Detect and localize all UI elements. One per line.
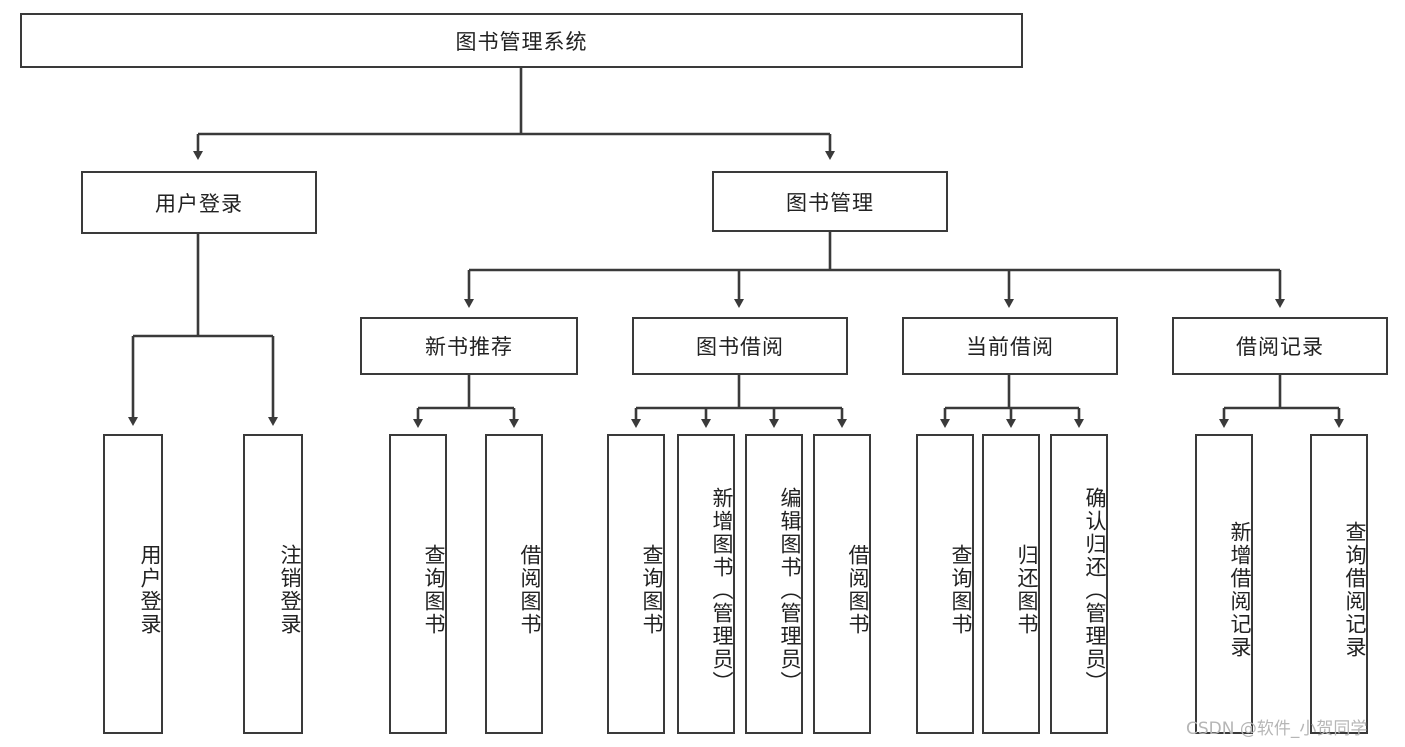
- node-book-management[interactable]: 图书管理: [712, 171, 948, 232]
- node-new-book-recommend[interactable]: 新书推荐: [360, 317, 578, 375]
- watermark-text: CSDN @软件_小贺同学: [1186, 719, 1368, 739]
- leaf-add-borrow-record[interactable]: 新增借阅记录: [1195, 434, 1253, 734]
- node-label: 新增借阅记录: [1228, 521, 1252, 659]
- leaf-borrow-book[interactable]: 借阅图书: [813, 434, 871, 734]
- leaf-query-borrow-record[interactable]: 查询借阅记录: [1310, 434, 1368, 734]
- leaf-edit-book-admin[interactable]: 编辑图书（管理员）: [745, 434, 803, 734]
- leaf-add-book-admin[interactable]: 新增图书（管理员）: [677, 434, 735, 734]
- node-label: 新书推荐: [425, 335, 513, 359]
- node-book-borrow[interactable]: 图书借阅: [632, 317, 848, 375]
- leaf-query-book-borrow[interactable]: 查询图书: [607, 434, 665, 734]
- node-book-management-system[interactable]: 图书管理系统: [20, 13, 1023, 68]
- node-label: 用户登录: [155, 191, 243, 216]
- node-label: 图书借阅: [696, 335, 784, 359]
- node-label: 借阅记录: [1236, 335, 1324, 359]
- node-label: 编辑图书（管理员）: [778, 486, 802, 694]
- node-label: 当前借阅: [966, 335, 1054, 359]
- node-label: 图书管理系统: [455, 29, 588, 54]
- node-label: 查询借阅记录: [1343, 521, 1367, 659]
- node-label: 新增图书（管理员）: [710, 486, 734, 694]
- node-label: 借阅图书: [846, 544, 870, 636]
- node-label: 查询图书: [422, 544, 446, 636]
- node-label: 借阅图书: [518, 544, 542, 636]
- node-label: 注销登录: [278, 544, 302, 636]
- node-label: 确认归还（管理员）: [1083, 486, 1107, 694]
- leaf-query-book-current[interactable]: 查询图书: [916, 434, 974, 734]
- leaf-logout-login[interactable]: 注销登录: [243, 434, 303, 734]
- node-borrow-record[interactable]: 借阅记录: [1172, 317, 1388, 375]
- node-label: 查询图书: [949, 544, 973, 636]
- leaf-user-login[interactable]: 用户登录: [103, 434, 163, 734]
- node-current-borrow[interactable]: 当前借阅: [902, 317, 1118, 375]
- leaf-borrow-book-recommend[interactable]: 借阅图书: [485, 434, 543, 734]
- leaf-confirm-return-admin[interactable]: 确认归还（管理员）: [1050, 434, 1108, 734]
- node-label: 图书管理: [786, 190, 874, 215]
- leaf-query-book-recommend[interactable]: 查询图书: [389, 434, 447, 734]
- node-label: 用户登录: [138, 544, 162, 636]
- node-label: 查询图书: [640, 544, 664, 636]
- leaf-return-book[interactable]: 归还图书: [982, 434, 1040, 734]
- node-user-login[interactable]: 用户登录: [81, 171, 317, 234]
- node-label: 归还图书: [1015, 544, 1039, 636]
